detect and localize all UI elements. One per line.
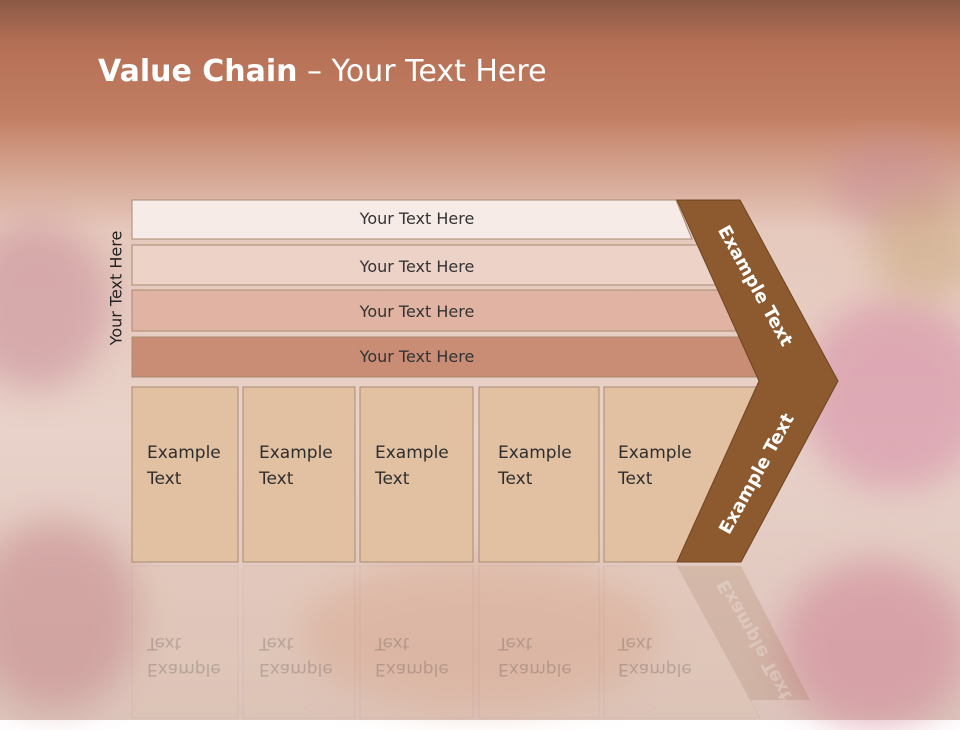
band-label-3: Your Text Here (359, 302, 475, 321)
band-label-2: Your Text Here (359, 257, 475, 276)
band-label-4: Your Text Here (359, 347, 475, 366)
margin-chevron (676, 199, 839, 563)
rose-decoration (0, 520, 140, 710)
band-label-1: Your Text Here (359, 209, 475, 228)
rose-decoration (780, 560, 960, 730)
activity-cell-4 (478, 386, 600, 563)
slide-title: Value Chain – Your Text Here (98, 54, 547, 89)
basket-decoration (870, 190, 960, 300)
diagram-reflection (131, 565, 810, 719)
band-1 (131, 199, 693, 240)
activity-cell-1 (131, 386, 239, 563)
activity-cell-3 (359, 386, 474, 563)
activity-cell-2 (242, 386, 356, 563)
hand-decoration (300, 560, 660, 710)
